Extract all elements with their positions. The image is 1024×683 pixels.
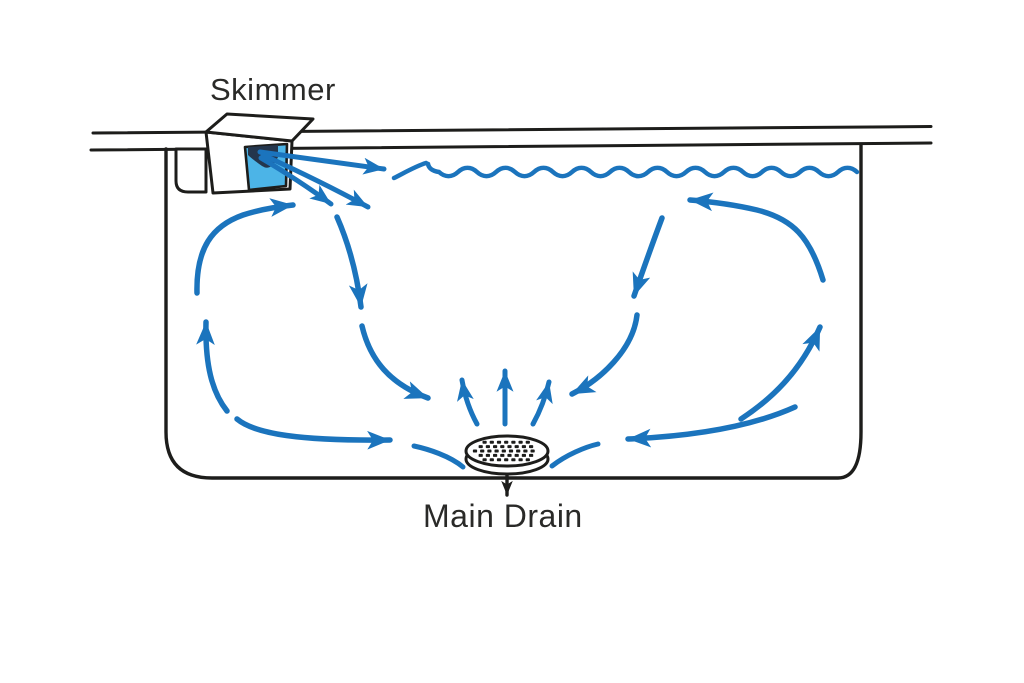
- right-drain-converge-arc: [549, 441, 601, 469]
- drain-cover: [464, 434, 550, 468]
- water-surface-wave: [391, 160, 860, 181]
- left-wall-up-arrow: [196, 319, 230, 414]
- skimmer-top-face: [204, 112, 315, 143]
- skimmer-jet-steep: [258, 155, 334, 207]
- left-loop-top-arc: [194, 198, 296, 296]
- right-wall-up-arrow: [738, 324, 823, 422]
- left-loop-down-right-arrow: [359, 323, 431, 401]
- skimmer-jet-mid: [260, 152, 371, 210]
- drain-fan-up-left-arrow: [457, 377, 480, 427]
- main-drain: [464, 434, 550, 497]
- pool-basin-outline: [164, 143, 863, 480]
- right-loop-down-arrow: [631, 215, 665, 299]
- flow-arrows: [194, 149, 826, 470]
- right-loop-down-left-arrow: [569, 312, 640, 397]
- left-drain-converge-arc: [411, 443, 466, 470]
- skimmer-housing: [174, 147, 208, 194]
- right-loop-top-arc: [687, 192, 826, 283]
- main-drain-label: Main Drain: [423, 498, 583, 534]
- drain-cover-holes: [472, 440, 535, 462]
- left-loop-bottom-arrow: [234, 416, 393, 450]
- left-loop-down-arrow: [334, 214, 368, 310]
- skimmer-jet-surface: [257, 149, 387, 175]
- skimmer-label: Skimmer: [210, 72, 336, 107]
- right-loop-bottom-arrow: [625, 404, 798, 448]
- drain-fan-up-right-arrow: [530, 379, 553, 427]
